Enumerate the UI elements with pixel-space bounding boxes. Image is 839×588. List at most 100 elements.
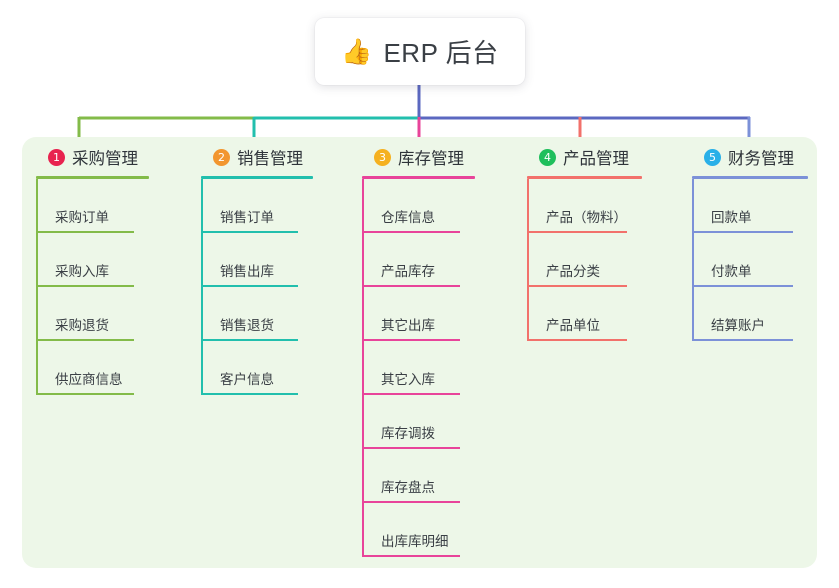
- item-stem-line: [527, 287, 529, 341]
- item-label: 采购订单: [55, 210, 109, 225]
- branch-item[interactable]: 采购订单: [36, 179, 149, 233]
- branch-item[interactable]: 其它入库: [362, 341, 475, 395]
- branch-underline: [527, 176, 642, 179]
- item-label: 采购入库: [55, 264, 109, 279]
- item-stem-line: [362, 341, 364, 395]
- item-label: 结算账户: [711, 318, 765, 333]
- branch-item[interactable]: 其它出库: [362, 287, 475, 341]
- item-stem-line: [36, 179, 38, 233]
- item-underline: [362, 285, 460, 287]
- item-stem-line: [201, 287, 203, 341]
- item-stem-line: [527, 233, 529, 287]
- item-label: 产品单位: [546, 318, 600, 333]
- item-underline: [362, 339, 460, 341]
- branch-item[interactable]: 回款单: [692, 179, 808, 233]
- branch-column-2: 2 销售管理销售订单销售出库销售退货客户信息: [201, 144, 313, 395]
- branch-item[interactable]: 仓库信息: [362, 179, 475, 233]
- item-label: 产品分类: [546, 264, 600, 279]
- item-label: 出库库明细: [381, 534, 449, 549]
- branch-item[interactable]: 供应商信息: [36, 341, 149, 395]
- item-stem-line: [201, 341, 203, 395]
- branch-item[interactable]: 结算账户: [692, 287, 808, 341]
- branch-number-badge: 1: [48, 148, 65, 166]
- item-stem-line: [362, 449, 364, 503]
- branch-item[interactable]: 销售订单: [201, 179, 313, 233]
- branch-number-badge: 5: [704, 148, 721, 166]
- item-stem-line: [527, 179, 529, 233]
- branch-column-5: 5 财务管理回款单付款单结算账户: [692, 144, 808, 341]
- item-label: 销售退货: [220, 318, 274, 333]
- item-stem-line: [362, 233, 364, 287]
- item-stem-line: [362, 395, 364, 449]
- branch-number-badge: 2: [213, 148, 230, 166]
- branch-header-2[interactable]: 2 销售管理: [201, 144, 313, 170]
- item-stem-line: [201, 233, 203, 287]
- item-underline: [201, 285, 298, 287]
- branch-column-1: 1 采购管理采购订单采购入库采购退货供应商信息: [36, 144, 149, 395]
- branch-item-list: 回款单付款单结算账户: [692, 179, 808, 341]
- branch-header-1[interactable]: 1 采购管理: [36, 144, 149, 170]
- item-label: 库存调拨: [381, 426, 435, 441]
- branch-header-5[interactable]: 5 财务管理: [692, 144, 808, 170]
- item-label: 产品库存: [381, 264, 435, 279]
- branch-item-list: 采购订单采购入库采购退货供应商信息: [36, 179, 149, 395]
- item-label: 销售订单: [220, 210, 274, 225]
- item-label: 销售出库: [220, 264, 274, 279]
- branch-item[interactable]: 客户信息: [201, 341, 313, 395]
- item-stem-line: [201, 179, 203, 233]
- item-stem-line: [36, 341, 38, 395]
- item-underline: [201, 339, 298, 341]
- item-label: 付款单: [711, 264, 752, 279]
- item-stem-line: [36, 287, 38, 341]
- item-label: 供应商信息: [55, 372, 123, 387]
- branch-item[interactable]: 产品分类: [527, 233, 642, 287]
- item-underline: [36, 285, 134, 287]
- branch-item[interactable]: 销售出库: [201, 233, 313, 287]
- branch-number-badge: 3: [374, 148, 391, 166]
- branch-title: 采购管理: [72, 150, 138, 168]
- branch-item[interactable]: 销售退货: [201, 287, 313, 341]
- item-underline: [362, 393, 460, 395]
- branch-underline: [362, 176, 475, 179]
- item-label: 产品（物料）: [546, 210, 627, 225]
- branch-underline: [36, 176, 149, 179]
- item-stem-line: [692, 287, 694, 341]
- branch-item-list: 产品（物料） 产品分类产品单位: [527, 179, 642, 341]
- branch-number-badge: 4: [539, 148, 556, 166]
- item-underline: [692, 285, 793, 287]
- item-underline: [527, 339, 627, 341]
- branch-item[interactable]: 库存盘点: [362, 449, 475, 503]
- item-underline: [201, 231, 298, 233]
- branch-item[interactable]: 库存调拨: [362, 395, 475, 449]
- item-stem-line: [362, 179, 364, 233]
- branch-header-3[interactable]: 3 库存管理: [362, 144, 475, 170]
- root-node[interactable]: 👍 ERP 后台: [315, 18, 525, 85]
- item-underline: [201, 393, 298, 395]
- item-underline: [692, 231, 793, 233]
- item-underline: [692, 339, 793, 341]
- item-underline: [36, 231, 134, 233]
- branch-column-3: 3 库存管理仓库信息产品库存其它出库其它入库库存调拨库存盘点出库库明细: [362, 144, 475, 557]
- branch-underline: [201, 176, 313, 179]
- branch-item[interactable]: 付款单: [692, 233, 808, 287]
- branch-item[interactable]: 产品单位: [527, 287, 642, 341]
- branch-title: 财务管理: [728, 150, 794, 168]
- branch-item[interactable]: 出库库明细: [362, 503, 475, 557]
- branch-title: 销售管理: [237, 150, 303, 168]
- branch-item-list: 销售订单销售出库销售退货客户信息: [201, 179, 313, 395]
- branch-item[interactable]: 产品库存: [362, 233, 475, 287]
- item-label: 客户信息: [220, 372, 274, 387]
- branch-item[interactable]: 采购退货: [36, 287, 149, 341]
- item-underline: [36, 393, 134, 395]
- branch-item[interactable]: 采购入库: [36, 233, 149, 287]
- branches-panel: [22, 137, 817, 568]
- item-stem-line: [692, 233, 694, 287]
- item-underline: [362, 555, 460, 557]
- branch-item[interactable]: 产品（物料）: [527, 179, 642, 233]
- item-stem-line: [362, 287, 364, 341]
- item-underline: [527, 285, 627, 287]
- branch-underline: [692, 176, 808, 179]
- branch-title: 库存管理: [398, 150, 464, 168]
